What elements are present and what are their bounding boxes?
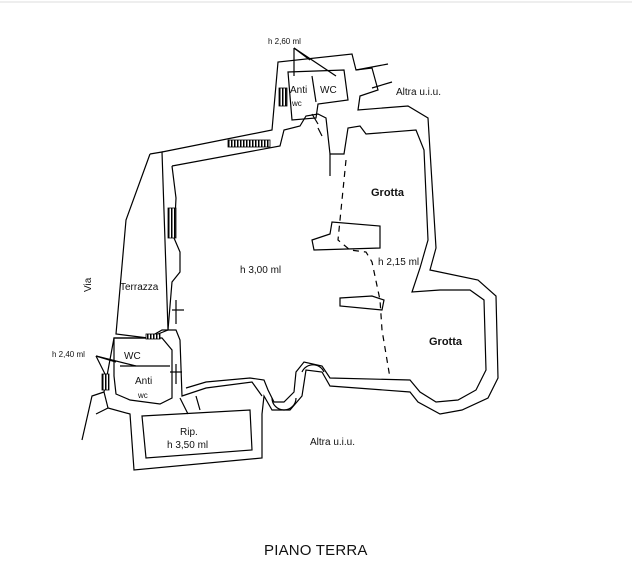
window-top-wc bbox=[278, 87, 288, 107]
height-label-top-wc: h 2,60 ml bbox=[268, 37, 301, 46]
room-label-grotta-top: Grotta bbox=[371, 187, 404, 199]
main-building-outer-wall bbox=[103, 53, 499, 471]
adjacent-unit-label-top: Altra u.i.u. bbox=[396, 87, 442, 98]
main-building-inner-wall bbox=[171, 113, 487, 403]
wc-label-left: WC bbox=[124, 351, 141, 362]
window-top bbox=[227, 139, 271, 148]
window-left-wc-top bbox=[145, 333, 161, 340]
height-label-grotta: h 2,15 ml bbox=[378, 257, 420, 268]
plan-title: PIANO TERRA bbox=[264, 542, 368, 559]
wc-small-label-left: wc bbox=[138, 391, 148, 400]
room-label-grotta-bottom: Grotta bbox=[429, 336, 462, 348]
anti-label-top: Anti bbox=[290, 85, 308, 96]
wc-small-label-top: wc bbox=[292, 99, 302, 108]
storage-room bbox=[141, 409, 253, 459]
window-left-terrace bbox=[167, 207, 177, 239]
adjacent-unit-label-bottom: Altra u.i.u. bbox=[310, 437, 356, 448]
height-label-left-wc: h 2,40 ml bbox=[52, 350, 85, 359]
window-left-wc bbox=[101, 373, 110, 391]
top-wc-block bbox=[287, 69, 349, 121]
terrace-outer-wall bbox=[115, 151, 169, 339]
left-wc-block bbox=[113, 337, 173, 405]
anti-label-left: Anti bbox=[135, 376, 153, 387]
street-label-via: Via bbox=[83, 277, 94, 292]
room-label-ripostiglio: Rip. bbox=[180, 427, 198, 438]
wc-label-top: WC bbox=[320, 85, 337, 96]
height-label-main-room: h 3,00 ml bbox=[240, 265, 282, 276]
room-label-terrazza: Terrazza bbox=[120, 282, 159, 293]
height-label-ripostiglio: h 3,50 ml bbox=[167, 440, 209, 451]
